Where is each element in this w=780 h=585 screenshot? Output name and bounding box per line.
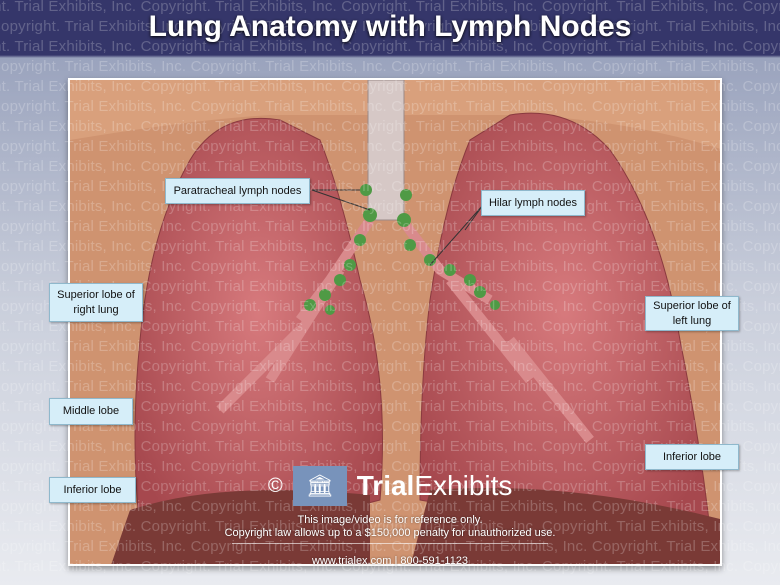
watermark-row: Copyright. Trial Exhibits, Inc. Copyrigh… <box>0 58 780 75</box>
label-superior-lobe-right: Superior lobe of right lung <box>49 283 143 322</box>
label-inferior-lobe-right: Inferior lobe <box>49 477 136 503</box>
divider <box>232 543 548 544</box>
disclaimer-line-2: Copyright law allows up to a $150,000 pe… <box>224 527 556 539</box>
trial-exhibits-logo: © 🏛︎ TrialExhibits <box>268 466 512 506</box>
lung-illustration <box>68 78 722 566</box>
label-hilar-lymph-nodes: Hilar lymph nodes <box>481 190 585 216</box>
brand-bold: Trial <box>356 470 415 501</box>
copyright-symbol: © <box>268 474 283 497</box>
disclaimer-line-1: This image/video is for reference only. <box>297 514 483 526</box>
contact-info: www.trialex.com | 800-591-1123 <box>311 555 469 567</box>
brand-name: TrialExhibits <box>357 470 513 502</box>
label-superior-lobe-left: Superior lobe of left lung <box>645 296 739 331</box>
trachea <box>367 80 405 221</box>
brand-regular: Exhibits <box>414 470 513 501</box>
page-title: Lung Anatomy with Lymph Nodes <box>148 10 632 43</box>
pillar-icon: 🏛︎ <box>292 466 347 506</box>
label-inferior-lobe-left: Inferior lobe <box>645 444 739 470</box>
label-paratracheal-lymph-nodes: Paratracheal lymph nodes <box>165 178 310 204</box>
label-middle-lobe: Middle lobe <box>49 398 133 425</box>
